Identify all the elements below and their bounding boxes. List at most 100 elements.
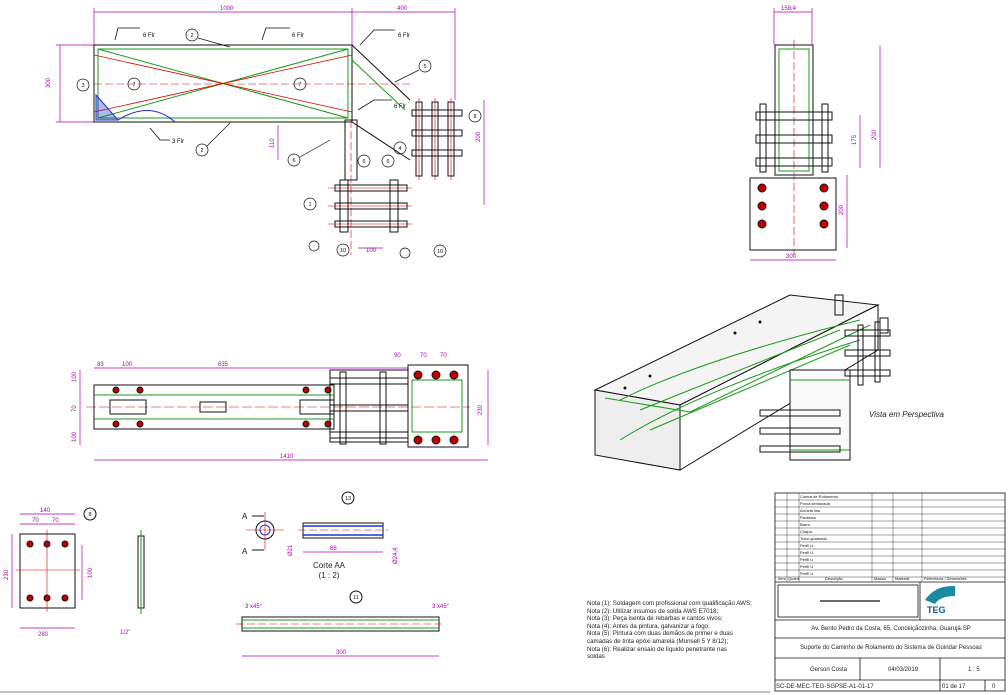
dim-tube-d2: Ø24,4 [393, 547, 399, 564]
title-block-code: SC-DE-MEC-TEG-SGPSE-A1-01-17 [776, 684, 874, 690]
dim-plate-top: 140 [40, 508, 51, 514]
weld-symbol-5: 3 Flr [172, 139, 184, 145]
title-block-scale: 1 : 5 [968, 667, 980, 673]
bom-header-desc: Descrição [825, 576, 844, 581]
balloon-6c: 6 [386, 159, 389, 165]
balloon-7a: 7 [132, 82, 135, 88]
dim-top-mid: 110 [270, 138, 276, 148]
balloon-6b: 6 [362, 159, 365, 165]
dim-side-h1: 200 [872, 129, 878, 140]
note-line: Nota (1): Soldagem com profissional com … [587, 600, 752, 607]
weld-symbol-4: 6 Flr [394, 104, 406, 110]
dim-side-bottom: 300 [786, 254, 797, 260]
dim-front-d1: 83 [97, 362, 104, 368]
dim-front-d3: 635 [218, 362, 229, 368]
note-line: Nota (5): Pintura com duas demãos de pri… [587, 630, 733, 638]
dim-bolt-total: 200 [476, 131, 482, 142]
title-block-author: Gerson Costa [810, 667, 848, 673]
balloon-7b: 7 [298, 82, 301, 88]
note-line: Nota (2): Utilizar insumos de solda AWS … [587, 607, 719, 615]
dim-front-h1: 230 [478, 404, 484, 415]
dim-top-overall: 1000 [220, 6, 234, 12]
balloon-10b: 10 [437, 249, 443, 255]
bom-header-material: Material [895, 576, 909, 581]
dim-bar-length: 300 [336, 650, 347, 656]
bom-desc-7: Tubo quadrado [800, 536, 828, 541]
dim-front-h4: 100 [72, 431, 78, 442]
dim-front-h3: 70 [72, 405, 78, 412]
bom-header-mass: Massa [874, 576, 887, 581]
dim-front-d4: 90 [394, 353, 401, 359]
title-block-title: Suporte do Caminho de Rolamento do Siste… [800, 645, 982, 651]
title-block-sheet: 01 de 17 [942, 684, 966, 690]
weld-symbol-2: 6 Flr [292, 33, 304, 39]
bom-table: Contra de Rolamento Porca sextavada Arru… [778, 494, 967, 581]
dim-tube-d1: Ø21 [288, 544, 294, 556]
top-view: 1000 400 300 110 200 100 [46, 6, 485, 259]
section-name: Corte AA [313, 561, 346, 570]
section-label: Corte AA (1 : 2) [313, 561, 345, 581]
note-line: Nota (3): Peça isenta de rebarbas e cant… [587, 615, 723, 623]
title-block-address: Av. Bento Pedro da Costa, 65, Conceiçãoz… [811, 626, 971, 632]
balloon-5: 5 [423, 64, 426, 70]
title-block-rev: 0 [992, 684, 996, 690]
dim-side-h2: 175 [852, 134, 858, 145]
bom-desc-3: Perfil U [800, 564, 813, 569]
dim-front-d2: 100 [122, 362, 133, 368]
note-line: Nota (6): Realizar ensaio de líquido pen… [587, 645, 727, 653]
weld-symbol-1: 6 Flr [143, 33, 155, 39]
side-view: 158,4 200 175 200 300 [749, 6, 881, 261]
bom-desc-8: Chapa [800, 529, 813, 534]
note-line: Nota (4): Antes da pintura, galvanizar a… [587, 622, 710, 630]
weld-symbol-3: 6 Flr [398, 33, 410, 39]
front-view: 83 100 635 90 70 70 1410 230 100 70 100 [72, 353, 489, 461]
title-block-date: 04/03/2019 [888, 667, 919, 673]
balloon-1: 1 [308, 202, 311, 208]
dim-plate-mid: 100 [88, 567, 94, 578]
balloon-bar: 11 [353, 595, 359, 601]
dim-side-width: 158,4 [781, 6, 797, 12]
bom-header-item: Item [778, 576, 786, 581]
perspective-label: Vista em Perspectiva [869, 410, 944, 419]
dim-tube-length: 88 [330, 546, 337, 552]
title-block: TEG Contra de Rolamento Porca sextavada … [774, 492, 1006, 692]
section-a-top: A [242, 512, 248, 521]
dim-front-d5: 70 [420, 353, 427, 359]
section-a-bottom: A [242, 547, 248, 556]
balloon-3: 3 [81, 83, 84, 89]
bom-desc-5: Perfil U [800, 550, 813, 555]
balloon-plate: 8 [88, 512, 91, 518]
dim-front-d6: 70 [440, 353, 447, 359]
dim-front-h2: 100 [72, 371, 78, 382]
bom-desc-12: Porca sextavada [800, 501, 831, 506]
dim-plate-sub2: 70 [52, 518, 59, 524]
note-line: soldas [587, 653, 605, 661]
bom-desc-9: Barra [800, 522, 811, 527]
note-line: camadas de tinta epóxi amarela (Munsell … [587, 637, 729, 645]
dim-top-right: 400 [397, 6, 408, 12]
balloon-6a: 6 [292, 158, 295, 164]
dim-plate-left: 230 [4, 569, 10, 580]
balloon-2a: 2 [190, 33, 193, 39]
dim-bar-chamfer-right: 3 x45° [432, 604, 450, 610]
dim-bolt-h: 100 [366, 248, 377, 254]
perspective-view [593, 294, 891, 471]
balloon-10a: 10 [340, 248, 346, 254]
bom-desc-2: Perfil U [800, 571, 813, 576]
bom-header-qty: Quant. [788, 576, 800, 581]
bar-detail: 11 300 3 x45° 3 x45° [236, 590, 450, 657]
bom-desc-10: Parafuso [800, 515, 817, 520]
dim-plate-bottom: 280 [38, 632, 49, 638]
bom-header-ref: Referência / Dimensões [924, 576, 967, 581]
dim-plate-side: 1/2" [120, 630, 130, 636]
balloon-tube: 13 [345, 496, 351, 502]
bom-desc-6: Perfil U [800, 543, 813, 548]
dim-bar-chamfer-left: 3 x45° [245, 604, 263, 610]
dim-front-total: 1410 [280, 454, 294, 460]
bom-desc-4: Perfil U [800, 557, 813, 562]
balloon-2b: 2 [200, 148, 203, 154]
balloon-4: 4 [398, 146, 401, 152]
balloon-8: 8 [473, 114, 476, 120]
dim-top-height: 300 [46, 77, 52, 88]
